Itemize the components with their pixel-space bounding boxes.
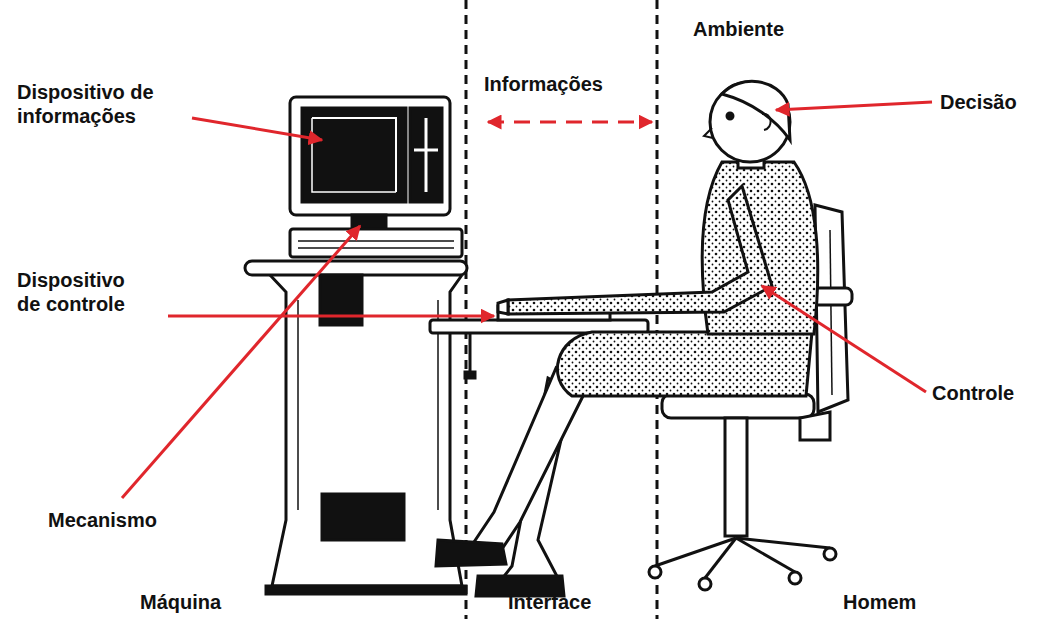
computer-monitor-part — [425, 118, 428, 192]
office-chair-part — [815, 205, 848, 412]
boundary-lines-part — [465, 0, 468, 619]
computer-monitor-part — [312, 118, 396, 192]
seated-person-part — [498, 300, 508, 314]
seated-person-part — [704, 128, 713, 138]
office-chair-part — [725, 418, 747, 536]
seated-person — [436, 81, 818, 596]
interface-flow-label: Informações — [484, 72, 603, 96]
part-label: Dispositivo de informações — [17, 80, 207, 128]
keyboard-shelf-part — [465, 372, 475, 378]
seated-person-part — [470, 368, 584, 552]
office-chair-part — [649, 566, 661, 578]
cpu-box-part — [298, 240, 454, 242]
part-label: Mecanismo — [48, 508, 157, 532]
cpu-box-part — [298, 247, 454, 249]
computer-monitor-part — [312, 118, 396, 192]
leader-arrows-part — [762, 286, 926, 392]
part-label: Decisão — [940, 90, 1017, 114]
computer-monitor-part — [414, 149, 438, 152]
leader-arrows-part — [168, 315, 494, 318]
seated-person-part — [508, 186, 772, 314]
computer-monitor-part — [302, 108, 406, 202]
part-label: Dispositivo de controle — [17, 268, 147, 316]
computer-table-part — [266, 586, 466, 594]
cpu-box — [290, 229, 462, 257]
office-chair-part — [830, 230, 832, 395]
seated-person-part — [727, 113, 733, 119]
keyboard-shelf-part — [469, 333, 472, 375]
office-chair-part — [789, 572, 801, 584]
zone-label: Interface — [508, 590, 591, 614]
computer-monitor — [290, 97, 450, 229]
leader-arrows-part — [488, 121, 652, 124]
office-chair-part — [800, 412, 830, 440]
computer-table-part — [322, 494, 404, 540]
part-label: Controle — [932, 381, 1014, 405]
computer-monitor-part — [410, 108, 442, 202]
seated-person-part — [557, 332, 812, 396]
leader-arrows-part — [776, 102, 932, 110]
leader-arrows-part — [122, 226, 360, 498]
computer-table-part — [245, 261, 467, 275]
zone-label: Máquina — [140, 590, 221, 614]
office-chair-part — [824, 548, 836, 560]
computer-table-part — [297, 300, 299, 510]
office-chair-part — [736, 538, 830, 548]
office-chair-part — [662, 394, 814, 418]
seated-person-part — [710, 82, 790, 162]
computer-monitor-part — [352, 215, 386, 229]
computer-table — [245, 261, 467, 594]
zone-label: Homem — [843, 590, 916, 614]
seated-person-part — [436, 540, 506, 566]
cpu-box-part — [290, 229, 462, 257]
seated-person-part — [762, 114, 771, 130]
environment-label: Ambiente — [693, 17, 784, 41]
computer-monitor-part — [290, 97, 450, 215]
office-chair-part — [699, 578, 711, 590]
leader-arrows-part — [192, 118, 322, 140]
leader-arrows — [122, 102, 932, 498]
office-chair-part — [705, 538, 736, 578]
